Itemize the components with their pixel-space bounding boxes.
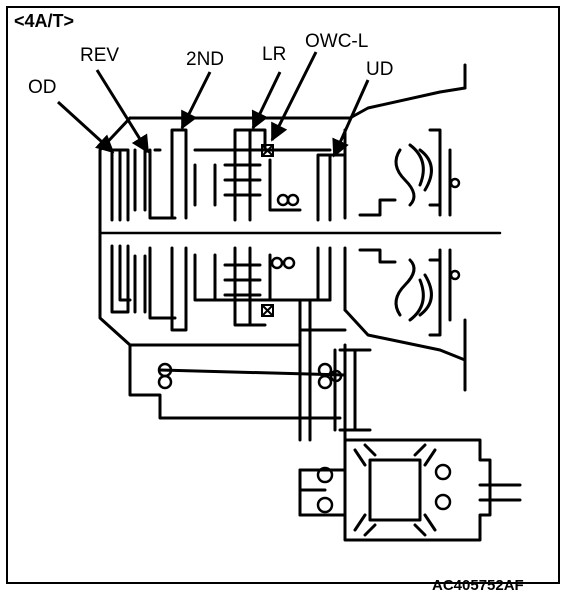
lr-leader: [251, 71, 282, 130]
ud-clutch-upper: [316, 153, 347, 222]
second-brake-upper: [170, 128, 188, 220]
rev-clutch-lower: [148, 246, 177, 320]
figure-code: AC405752AF: [432, 577, 524, 594]
owc-upper-marker: [261, 144, 274, 157]
rev-clutch-upper: [148, 148, 177, 220]
label-rev: REV: [80, 45, 120, 66]
od-plates-upper: [133, 148, 147, 212]
rev-drums: [118, 148, 162, 302]
bearing-diff-right-lower: [434, 493, 452, 511]
bearing-diff-right-upper: [434, 463, 452, 481]
transfer-gear-stack: [333, 343, 372, 442]
turbine-lower: [418, 258, 442, 317]
od-leader: [56, 100, 115, 154]
diagram-frame: [6, 6, 560, 584]
label-lr: LR: [262, 44, 287, 65]
ud-leader: [332, 79, 370, 158]
converter-lockup-lower: [449, 269, 461, 281]
case-outline: [128, 86, 467, 120]
converter-housing-lower: [343, 308, 467, 362]
planet-pinions: [223, 163, 262, 297]
impeller-lower: [394, 258, 425, 322]
diff-spider: [368, 458, 422, 522]
converter-wall: [428, 128, 442, 337]
diff-axle-left: [298, 468, 347, 517]
impeller-upper: [394, 143, 425, 207]
diff-pinion-lines: [353, 448, 437, 532]
rev-leader: [95, 69, 150, 154]
countershaft: [158, 368, 347, 377]
second-brake-lower: [170, 246, 188, 332]
converter-lockup-upper: [449, 177, 461, 189]
converter-front: [358, 198, 397, 264]
owc-l-leader: [270, 51, 318, 142]
label-owc-l: OWC-L: [305, 31, 369, 52]
label-2nd: 2ND: [186, 49, 225, 70]
diff-case: [343, 438, 492, 542]
second-leader: [180, 71, 212, 130]
planet-carrier-lower: [193, 253, 332, 302]
label-ud: UD: [366, 59, 394, 80]
turbine-upper: [418, 148, 442, 207]
od-clutch-lower: [110, 244, 130, 314]
ud-clutch-lower: [316, 246, 332, 302]
output-shaft-vertical: [298, 298, 312, 442]
case-bottom-stub: [298, 328, 347, 347]
diff-axle-right: [478, 483, 522, 502]
label-od: OD: [28, 77, 57, 98]
diff-side-gear-lines: [363, 443, 427, 537]
bearing-carrier-upper: [276, 193, 290, 207]
planet-carrier-upper: [193, 148, 332, 207]
bearing-diff-left-upper: [316, 466, 334, 484]
diff-shaft-left: [298, 468, 327, 517]
bearing-carrier-lower: [270, 256, 284, 270]
od-plates-lower: [133, 254, 147, 314]
lr-brake-upper: [233, 128, 267, 222]
lr-brake-lower: [233, 246, 267, 327]
bearing-diff-left-lower: [316, 496, 334, 514]
ring-gear: [268, 158, 302, 302]
header-title: <4A/T>: [14, 11, 75, 31]
transfer-drive-stub: [128, 343, 342, 420]
owc-lower-marker: [261, 304, 274, 317]
